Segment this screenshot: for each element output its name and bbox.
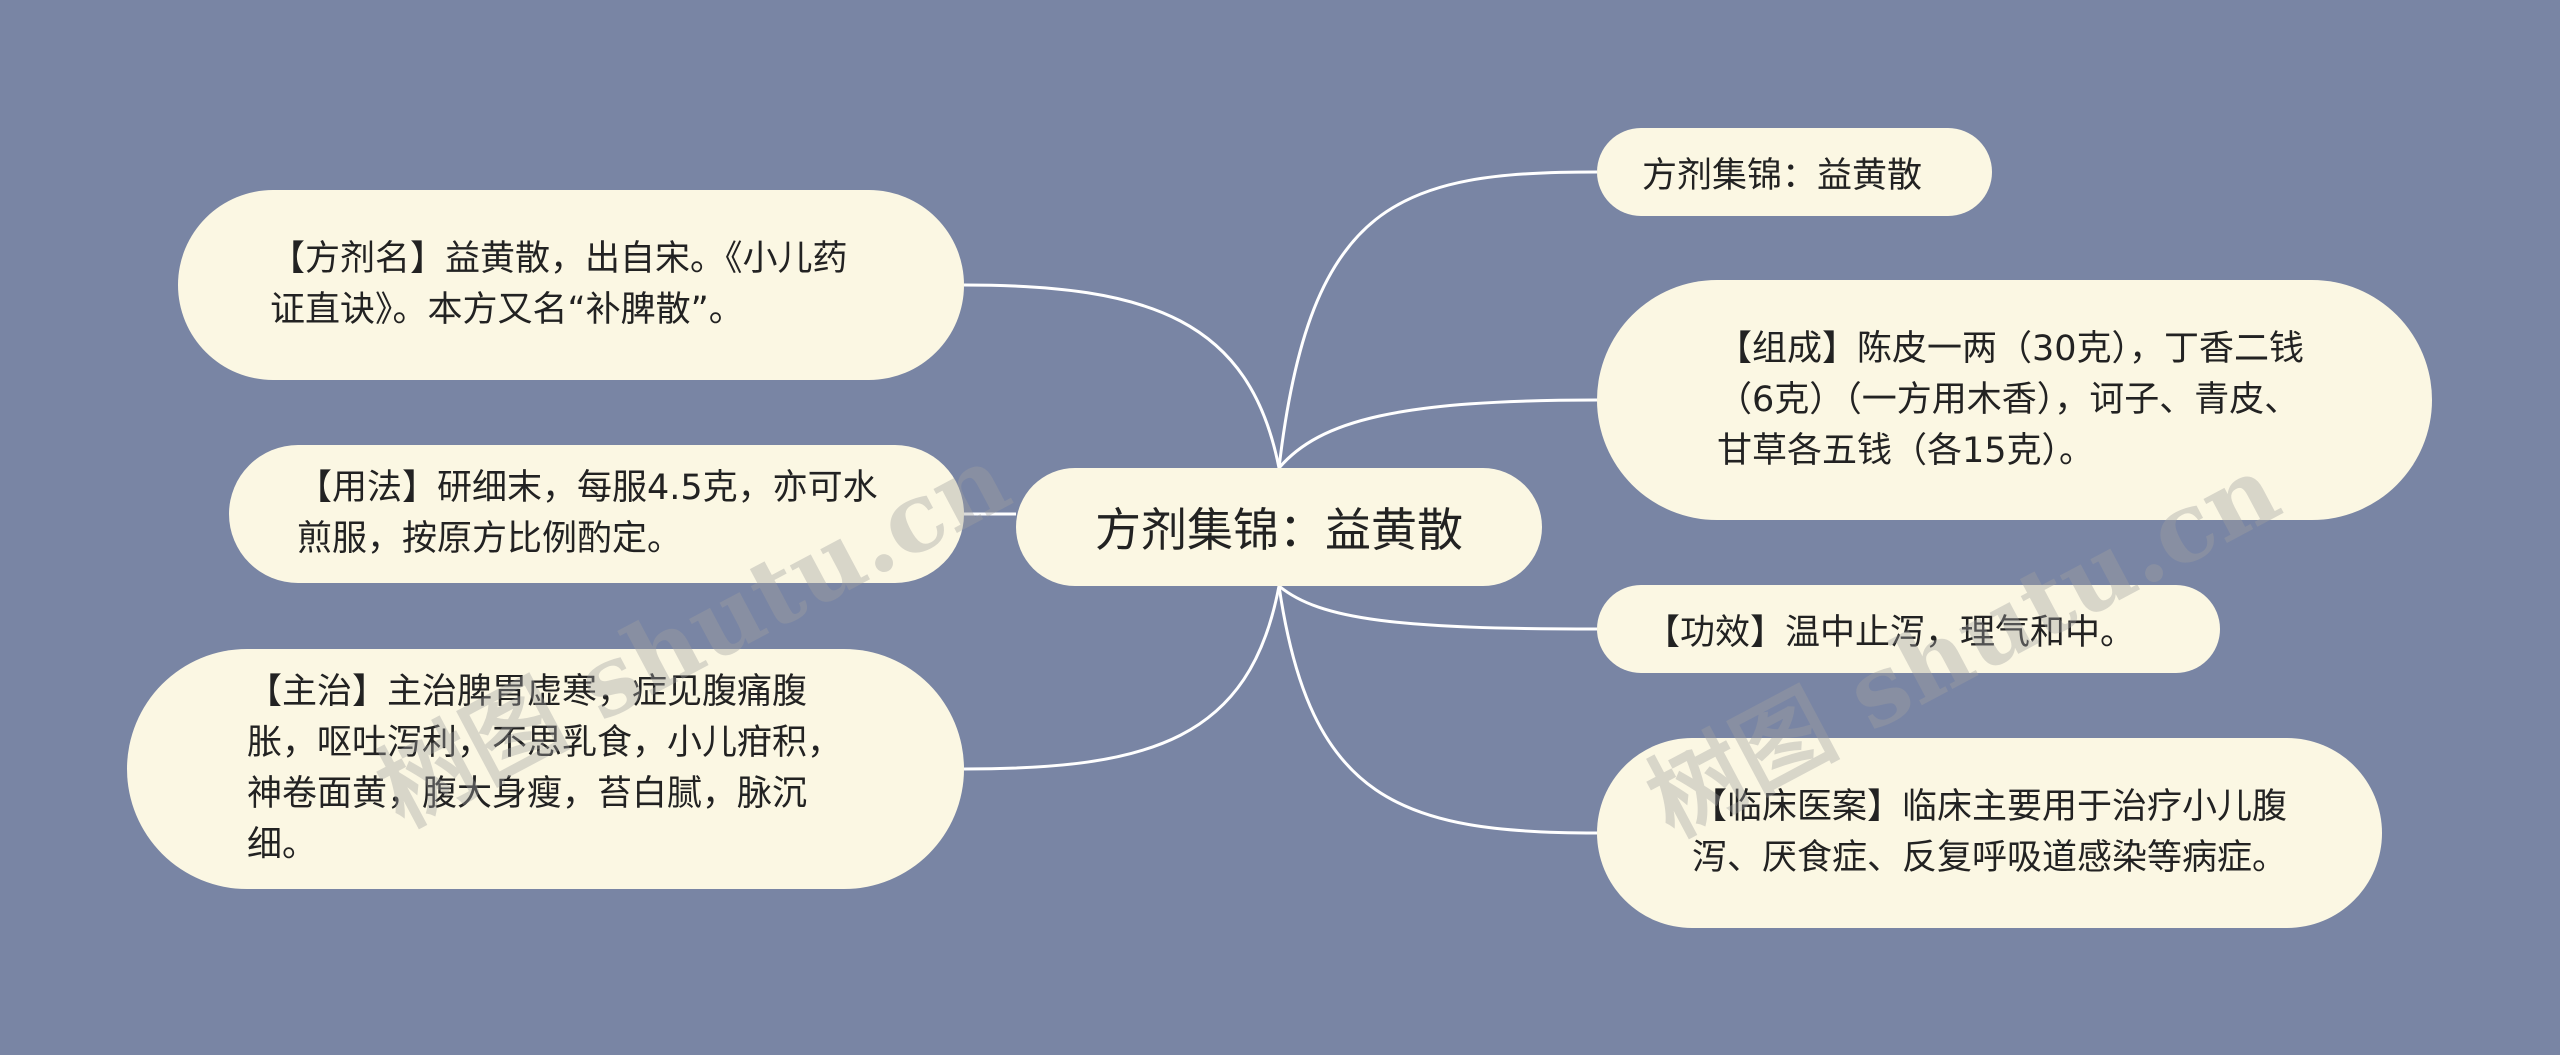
node-indication-label: 【主治】主治脾胃虚寒，症见腹痛腹胀，呕吐泻利，不思乳食，小儿疳积，神卷面黄，腹大… [247,672,843,865]
connector-root-to-efficacy [1278,584,1598,631]
node-formula-name-label: 【方剂名】益黄散，出自宋。《小儿药证直诀》。本方又名“补脾散”。 [270,239,848,330]
connector-root-to-title [1277,170,1598,469]
connector-root-to-name [963,283,1281,469]
node-composition-label: 【组成】陈皮一两（30克），丁香二钱（6克）（一方用木香），诃子、青皮、甘草各五… [1717,328,2305,471]
node-title-label: 方剂集锦：益黄散 [1642,155,1923,196]
node-efficacy[interactable]: 【功效】温中止泻，理气和中。 [1597,585,2220,673]
central-topic-label: 方剂集锦：益黄散 [1095,503,1463,557]
node-usage[interactable]: 【用法】研细末，每服4.5克，亦可水煎服，按原方比例酌定。 [229,445,964,583]
central-topic[interactable]: 方剂集锦：益黄散 [1016,468,1542,586]
node-usage-label: 【用法】研细末，每服4.5克，亦可水煎服，按原方比例酌定。 [297,468,878,559]
node-indication[interactable]: 【主治】主治脾胃虚寒，症见腹痛腹胀，呕吐泻利，不思乳食，小儿疳积，神卷面黄，腹大… [127,649,964,889]
connector-root-to-composition [1277,398,1598,469]
node-clinical-cases[interactable]: 【临床医案】临床主要用于治疗小儿腹泻、厌食症、反复呼吸道感染等病症。 [1597,738,2382,928]
node-efficacy-label: 【功效】温中止泻，理气和中。 [1645,612,2136,653]
node-composition[interactable]: 【组成】陈皮一两（30克），丁香二钱（6克）（一方用木香），诃子、青皮、甘草各五… [1597,280,2432,520]
node-formula-name[interactable]: 【方剂名】益黄散，出自宋。《小儿药证直诀》。本方又名“补脾散”。 [178,190,964,380]
connector-root-to-clinical [1277,585,1598,835]
node-clinical-cases-label: 【临床医案】临床主要用于治疗小儿腹泻、厌食症、反复呼吸道感染等病症。 [1692,787,2288,878]
connector-root-to-indication [963,585,1281,771]
node-title[interactable]: 方剂集锦：益黄散 [1597,128,1992,216]
